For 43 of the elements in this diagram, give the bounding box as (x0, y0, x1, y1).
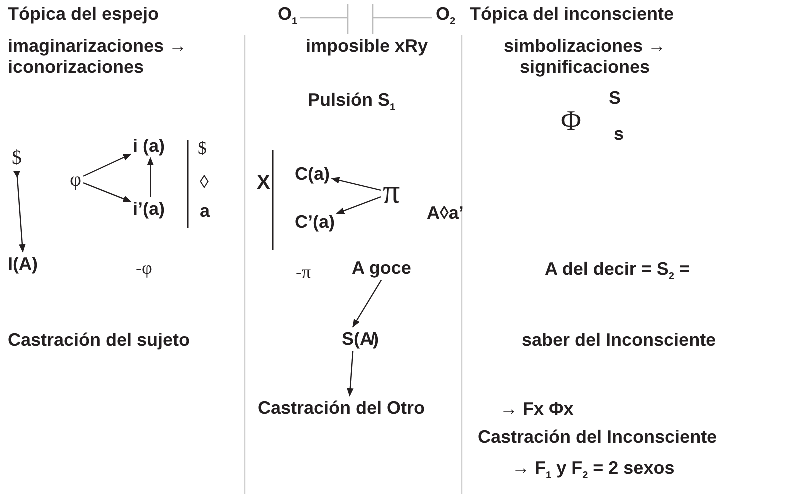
label: a (200, 201, 210, 222)
label: O$_{2}$ (436, 4, 456, 30)
arrow (336, 196, 382, 214)
label: Castración del Inconsciente (478, 427, 718, 448)
node-text: i’(a) (133, 200, 166, 218)
label: $ (198, 138, 207, 159)
label: -φ (136, 258, 152, 279)
arrow (83, 154, 132, 177)
arrow (352, 280, 382, 328)
arrow (147, 157, 154, 197)
arrow (13, 170, 26, 253)
phi-symbol: φ (70, 170, 82, 190)
heading: Tópica del inconsciente (470, 4, 674, 25)
arrow (347, 350, 354, 397)
label: ◊ (200, 172, 209, 193)
pi-symbol: π (383, 176, 400, 210)
label: simbolizaciones → significaciones (502, 36, 668, 78)
node-text: Castración del Otro (258, 399, 426, 417)
label: Pulsión S$_{1}$ (308, 90, 396, 116)
label: Castración del sujeto (8, 330, 190, 351)
label: → F$_{1}$ y F$_{2}$ = 2 sexos (512, 458, 675, 484)
label: Φ (561, 111, 582, 132)
node-text: A goce (352, 259, 412, 277)
label: imaginarizaciones → iconorizaciones (8, 36, 188, 78)
node-text: C(a) (295, 165, 330, 183)
label: A◊a’ (427, 203, 464, 224)
label: saber del Inconsciente (522, 330, 716, 351)
node-text: S(A̸) (342, 330, 379, 348)
label: A del decir = S$_{2}$ = (545, 259, 690, 285)
node-text: I(A) (8, 255, 38, 273)
arrow (331, 177, 382, 192)
heading: Tópica del espejo (8, 4, 160, 25)
arrow (83, 182, 132, 202)
label: → Fx Φx (500, 399, 574, 420)
label: X (257, 173, 270, 194)
label: imposible xRy (306, 36, 428, 57)
label: s (614, 124, 624, 145)
label: S (609, 88, 622, 109)
label: O$_{1}$ (278, 4, 298, 30)
node-text: i (a) (133, 137, 166, 155)
barred-s-symbol: $ (12, 148, 22, 168)
label: -π (296, 262, 312, 283)
node-text: C’(a) (295, 213, 335, 231)
